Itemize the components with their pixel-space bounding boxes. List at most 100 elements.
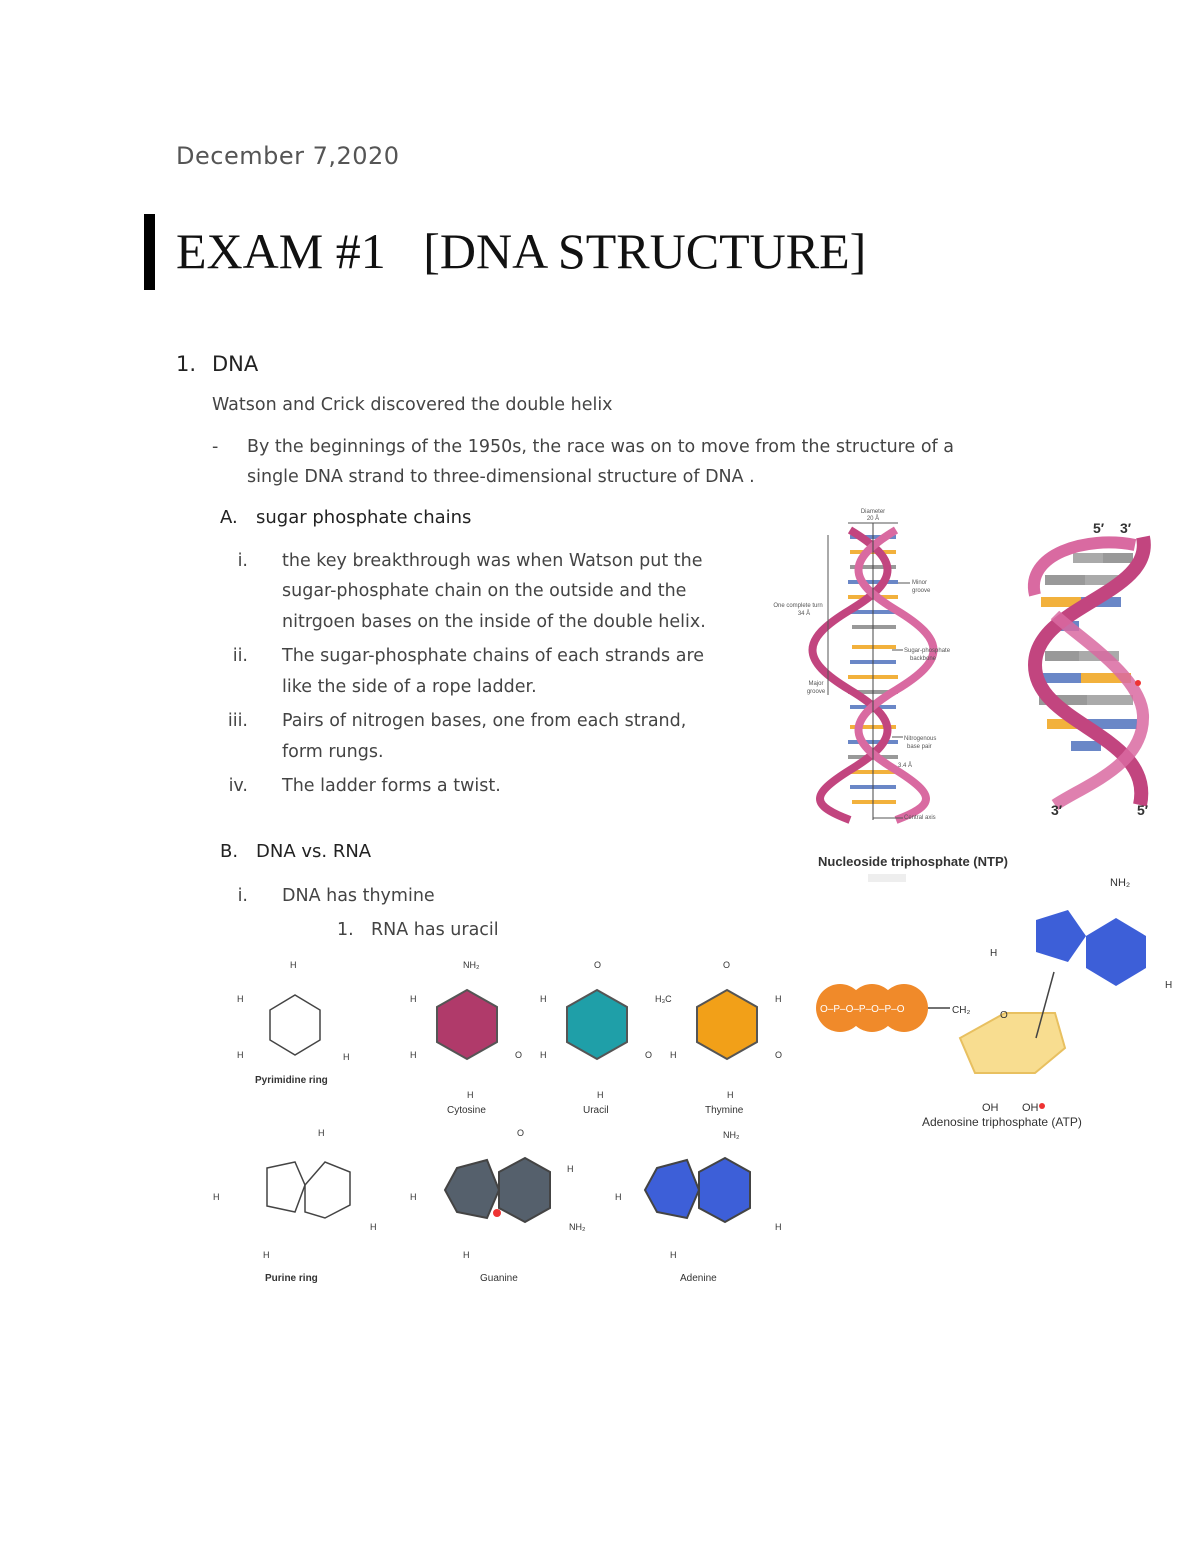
subsection-a-marker: A. [220, 507, 238, 528]
ladder-top-right-label: 3′ [1120, 520, 1132, 536]
svg-text:H: H [775, 1222, 782, 1232]
title-accent-bar [144, 214, 155, 290]
section-number: 1. [176, 352, 197, 376]
label-backbone: Sugar-phosphate [904, 648, 951, 654]
svg-text:H: H [727, 1090, 734, 1100]
svg-text:O: O [775, 1050, 782, 1060]
section-intro: Watson and Crick discovered the double h… [212, 395, 613, 415]
item-a-i-line-1: the key breakthrough was when Watson put… [282, 551, 703, 571]
svg-text:H: H [775, 994, 782, 1004]
svg-text:NH₂: NH₂ [723, 1130, 740, 1140]
purine-label: Purine ring [265, 1273, 318, 1284]
atp-caption: Adenosine triphosphate (ATP) [922, 1115, 1082, 1129]
svg-text:H: H [540, 994, 547, 1004]
svg-text:H: H [213, 1192, 220, 1202]
label-base-pair-2: base pair [907, 744, 932, 750]
svg-text:H: H [615, 1192, 622, 1202]
subsection-b-marker: B. [220, 841, 239, 862]
svg-text:NH₂: NH₂ [1110, 877, 1130, 889]
svg-text:H: H [1165, 980, 1172, 991]
section-title: DNA [212, 352, 259, 376]
label-turn-value: 34 Å [798, 610, 810, 617]
item-a-iii-line-1: Pairs of nitrogen bases, one from each s… [282, 711, 687, 731]
svg-text:OH: OH [982, 1102, 999, 1114]
item-a-iv-line-1: The ladder forms a twist. [282, 776, 501, 796]
svg-text:O: O [723, 960, 730, 970]
ladder-bottom-right-label: 5′ [1137, 802, 1149, 818]
item-a-i-line-3: nitrgoen bases on the inside of the doub… [282, 612, 706, 632]
svg-text:H: H [410, 1050, 417, 1060]
bullet-marker: - [212, 437, 219, 457]
ladder-bottom-left-label: 3′ [1051, 802, 1063, 818]
nested-item-text: RNA has uracil [371, 920, 499, 940]
item-a-ii-line-1: The sugar-phosphate chains of each stran… [282, 646, 705, 666]
item-a-iii-marker: iii. [227, 711, 248, 731]
svg-text:H: H [463, 1250, 470, 1260]
svg-text:O: O [594, 960, 601, 970]
svg-text:H: H [670, 1250, 677, 1260]
label-diameter: Diameter [861, 509, 885, 515]
svg-text:H: H [597, 1090, 604, 1100]
svg-text:H: H [410, 994, 417, 1004]
svg-text:H: H [370, 1222, 377, 1232]
label-major: Major [808, 681, 823, 687]
bullet-line-2: single DNA strand to three-dimensional s… [247, 467, 755, 487]
thymine-molecule: O H₃C H H O H Thymine [655, 960, 782, 1116]
double-helix-diagram: Diameter 20 Å One complete turn 34 Å Min… [773, 509, 951, 824]
item-a-i-marker: i. [237, 551, 248, 571]
svg-text:OH: OH [1022, 1102, 1039, 1114]
svg-text:H: H [263, 1250, 270, 1260]
svg-text:O: O [517, 1128, 524, 1138]
svg-text:H: H [670, 1050, 677, 1060]
svg-text:O–P–O–P–O–P–O: O–P–O–P–O–P–O [820, 1004, 905, 1015]
section-heading: 1. DNA [176, 352, 258, 376]
label-diameter-value: 20 Å [867, 515, 879, 522]
svg-text:NH₂: NH₂ [463, 960, 480, 970]
adenine-molecule: NH₂ H H H Adenine [615, 1130, 782, 1284]
item-a-ii-marker: ii. [232, 646, 248, 666]
label-minor-2: groove [912, 588, 931, 594]
document-title: EXAM #1 [DNA STRUCTURE] [176, 223, 867, 279]
label-backbone-2: backbone [910, 656, 937, 662]
item-b-i-marker: i. [237, 886, 248, 906]
svg-text:H: H [990, 948, 997, 959]
svg-text:H: H [237, 1050, 244, 1060]
label-turn: One complete turn [773, 603, 822, 609]
svg-text:O: O [645, 1050, 652, 1060]
svg-text:H: H [318, 1128, 325, 1138]
svg-text:H: H [567, 1164, 574, 1174]
svg-text:H: H [343, 1052, 350, 1062]
nested-item-marker: 1. [337, 920, 354, 940]
uracil-label: Uracil [583, 1105, 609, 1116]
uracil-molecule: OH HH O Uracil [540, 960, 652, 1116]
svg-text:H: H [290, 960, 297, 970]
ladder-top-left-label: 5′ [1093, 520, 1105, 536]
label-major-2: groove [807, 689, 826, 695]
purine-ring: H H H H Purine ring [213, 1128, 377, 1284]
svg-text:H₃C: H₃C [655, 994, 672, 1004]
item-a-i-line-2: sugar-phosphate chain on the outside and… [282, 581, 687, 601]
item-a-ii-line-2: like the side of a rope ladder. [282, 677, 537, 697]
adenine-label: Adenine [680, 1273, 717, 1284]
item-a-iv-marker: iv. [228, 776, 248, 796]
thymine-label: Thymine [705, 1105, 744, 1116]
document-date: December 7,2020 [176, 142, 400, 170]
svg-text:H: H [410, 1192, 417, 1202]
item-b-i-text: DNA has thymine [282, 886, 435, 906]
svg-text:H: H [467, 1090, 474, 1100]
cytosine-label: Cytosine [447, 1105, 486, 1116]
item-a-iii-line-2: form rungs. [282, 742, 384, 762]
label-base-pair: Nitrogenous [904, 736, 936, 742]
guanine-molecule: O H H NH₂ H Guanine [410, 1128, 586, 1284]
label-minor: Minor [912, 580, 927, 586]
subsection-b-title: DNA vs. RNA [256, 841, 372, 862]
cytosine-molecule: NH₂ H H H O Cytosine [410, 960, 522, 1116]
guanine-label: Guanine [480, 1273, 518, 1284]
base-pair-helix-diagram: 5′ 3′ 3′ 5′ [1027, 520, 1151, 818]
subsection-a-title: sugar phosphate chains [256, 507, 472, 528]
svg-text:NH₂: NH₂ [569, 1222, 586, 1232]
atp-structure-diagram: Nucleoside triphosphate (NTP) O–P–O–P–O–… [816, 854, 1172, 1129]
svg-text:O: O [515, 1050, 522, 1060]
